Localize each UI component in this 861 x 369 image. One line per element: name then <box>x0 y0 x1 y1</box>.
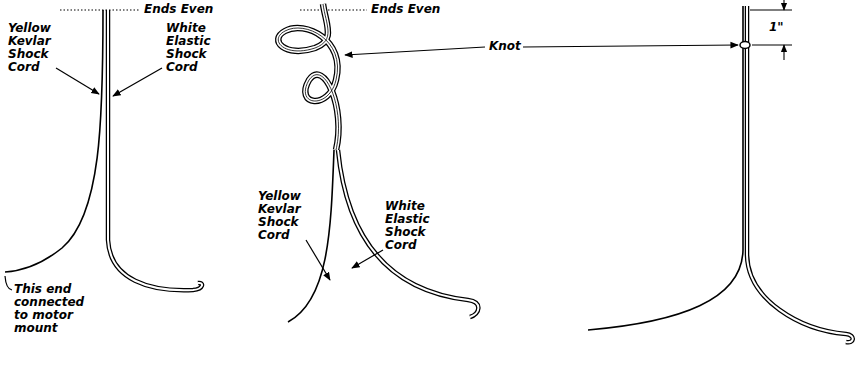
cord-label: White Elastic Shock Cord <box>166 22 222 74</box>
knot-cords <box>278 4 478 322</box>
cord-label: Yellow Kevlar Shock Cord <box>8 22 64 74</box>
leader-line <box>352 250 383 268</box>
leader-line <box>56 68 99 94</box>
note-label: This end connected to motor mount <box>14 283 90 335</box>
even-line <box>60 9 140 10</box>
cord-label: White Elastic Shock Cord <box>385 200 441 252</box>
leader-line <box>523 45 738 47</box>
kevlar-cord <box>5 10 103 272</box>
leader-line <box>345 47 485 55</box>
ends-even-label: Ends Even <box>371 3 440 16</box>
knot-label: Knot <box>489 40 521 53</box>
elastic-cord <box>747 6 853 342</box>
knot-blob <box>740 42 750 49</box>
cord-label: Yellow Kevlar Shock Cord <box>258 190 314 242</box>
leader-line <box>113 68 162 96</box>
kevlar-cord <box>588 6 743 330</box>
even-line <box>300 9 367 10</box>
dimension <box>750 0 792 60</box>
leader-line <box>5 276 12 290</box>
ends-even-label: Ends Even <box>144 3 213 16</box>
dimension-label: 1" <box>769 21 784 34</box>
leader-line <box>306 240 330 280</box>
